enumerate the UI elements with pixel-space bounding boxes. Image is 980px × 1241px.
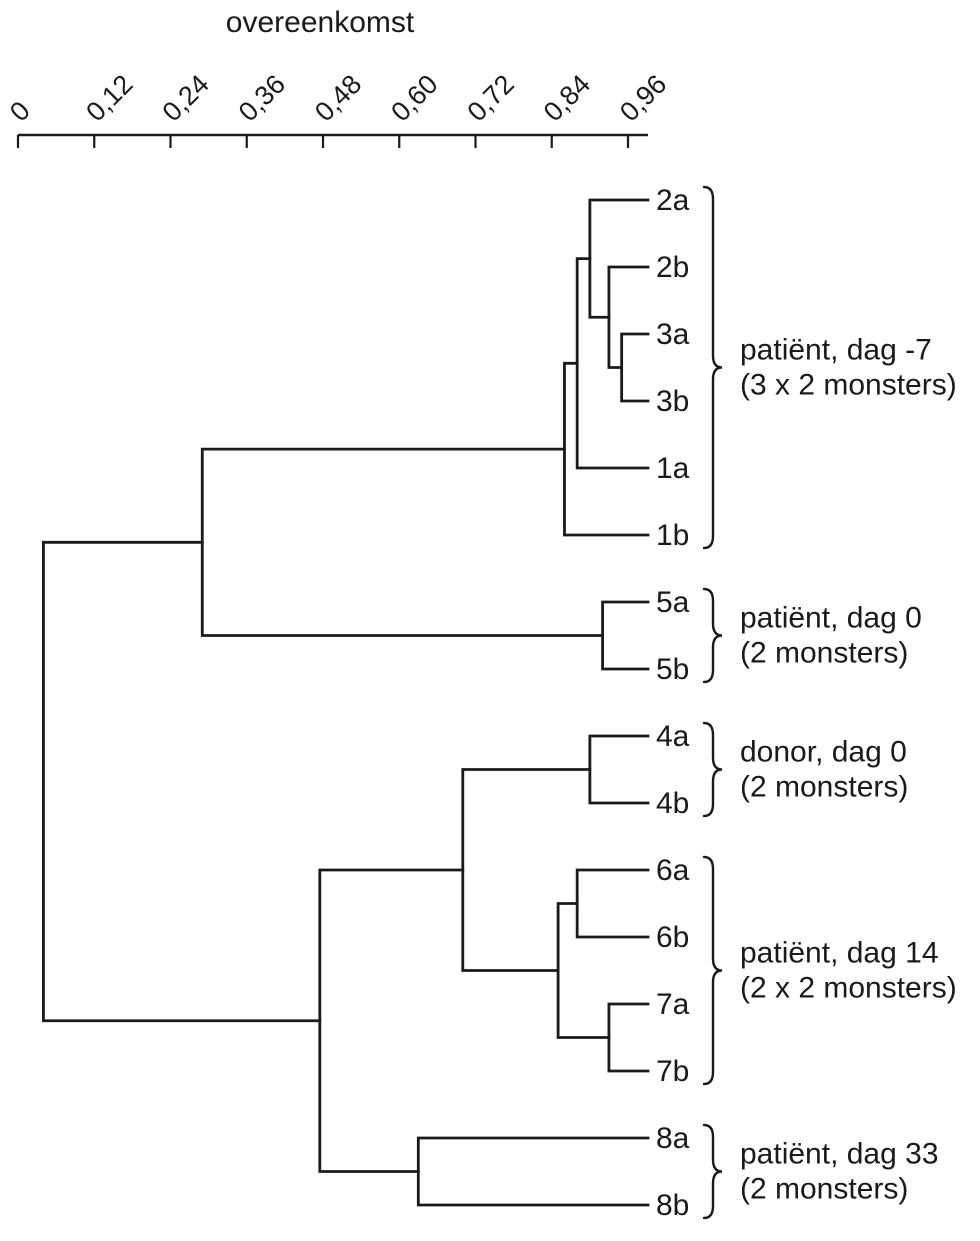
axis-tick-label: 0,48 xyxy=(309,69,367,127)
dendrogram-branch xyxy=(575,257,650,470)
leaf-label-6a: 6a xyxy=(656,854,690,887)
dendrogram-branch xyxy=(575,868,650,939)
group-sublabel-0: (3 x 2 monsters) xyxy=(740,369,957,402)
group-label-2: donor, dag 0 xyxy=(740,736,907,769)
leaf-label-2b: 2b xyxy=(656,251,689,284)
leaf-label-4a: 4a xyxy=(656,720,690,753)
axis-title: overeenkomst xyxy=(226,6,415,39)
dendrogram-branch xyxy=(588,734,650,805)
group-brace-2 xyxy=(702,721,723,818)
dendrogram-branch xyxy=(461,768,592,972)
leaf-label-8a: 8a xyxy=(656,1122,690,1155)
dendrogram-branch xyxy=(607,1002,650,1073)
axis-tick-label: 0,24 xyxy=(157,69,215,127)
group-sublabel-1: (2 monsters) xyxy=(740,637,908,670)
axis-tick-label: 0,36 xyxy=(233,69,291,127)
leaf-label-5b: 5b xyxy=(656,653,689,686)
group-sublabel-3: (2 x 2 monsters) xyxy=(740,972,957,1005)
group-label-4: patiënt, dag 33 xyxy=(740,1138,939,1171)
dendrogram-branch xyxy=(42,540,322,1023)
axis-tick-label: 0,84 xyxy=(538,69,596,127)
leaf-label-7b: 7b xyxy=(656,1055,689,1088)
axis-tick-label: 0,96 xyxy=(614,69,672,127)
leaf-label-7a: 7a xyxy=(656,988,690,1021)
leaf-label-4b: 4b xyxy=(656,787,689,820)
dendrogram-branch xyxy=(200,447,604,637)
group-brace-1 xyxy=(702,587,723,684)
axis-tick-label: 0,72 xyxy=(462,69,520,127)
leaf-label-2a: 2a xyxy=(656,184,690,217)
axis-tick-label: 0 xyxy=(4,95,36,127)
group-brace-0 xyxy=(702,185,723,550)
group-brace-4 xyxy=(702,1123,723,1220)
group-sublabel-2: (2 monsters) xyxy=(740,771,908,804)
dendrogram-branch xyxy=(620,332,650,403)
group-label-0: patiënt, dag -7 xyxy=(740,334,932,367)
dendrogram-branch xyxy=(588,198,650,319)
group-brace-3 xyxy=(702,855,723,1086)
group-label-3: patiënt, dag 14 xyxy=(740,937,939,970)
axis-tick-label: 0,60 xyxy=(385,69,443,127)
dendrogram-branch xyxy=(556,902,611,1039)
leaf-label-8b: 8b xyxy=(656,1189,689,1222)
leaf-label-1b: 1b xyxy=(656,519,689,552)
group-sublabel-4: (2 monsters) xyxy=(740,1173,908,1206)
dendrogram-branch xyxy=(416,1136,650,1207)
axis-tick-label: 0,12 xyxy=(80,69,138,127)
dendrogram-branch xyxy=(601,600,650,671)
leaf-label-3a: 3a xyxy=(656,318,690,351)
leaf-label-1a: 1a xyxy=(656,452,690,485)
dendrogram-branch xyxy=(607,265,650,369)
leaf-label-3b: 3b xyxy=(656,385,689,418)
leaf-label-5a: 5a xyxy=(656,586,690,619)
dendrogram-branch xyxy=(318,868,465,1173)
leaf-label-6b: 6b xyxy=(656,921,689,954)
group-label-1: patiënt, dag 0 xyxy=(740,602,922,635)
